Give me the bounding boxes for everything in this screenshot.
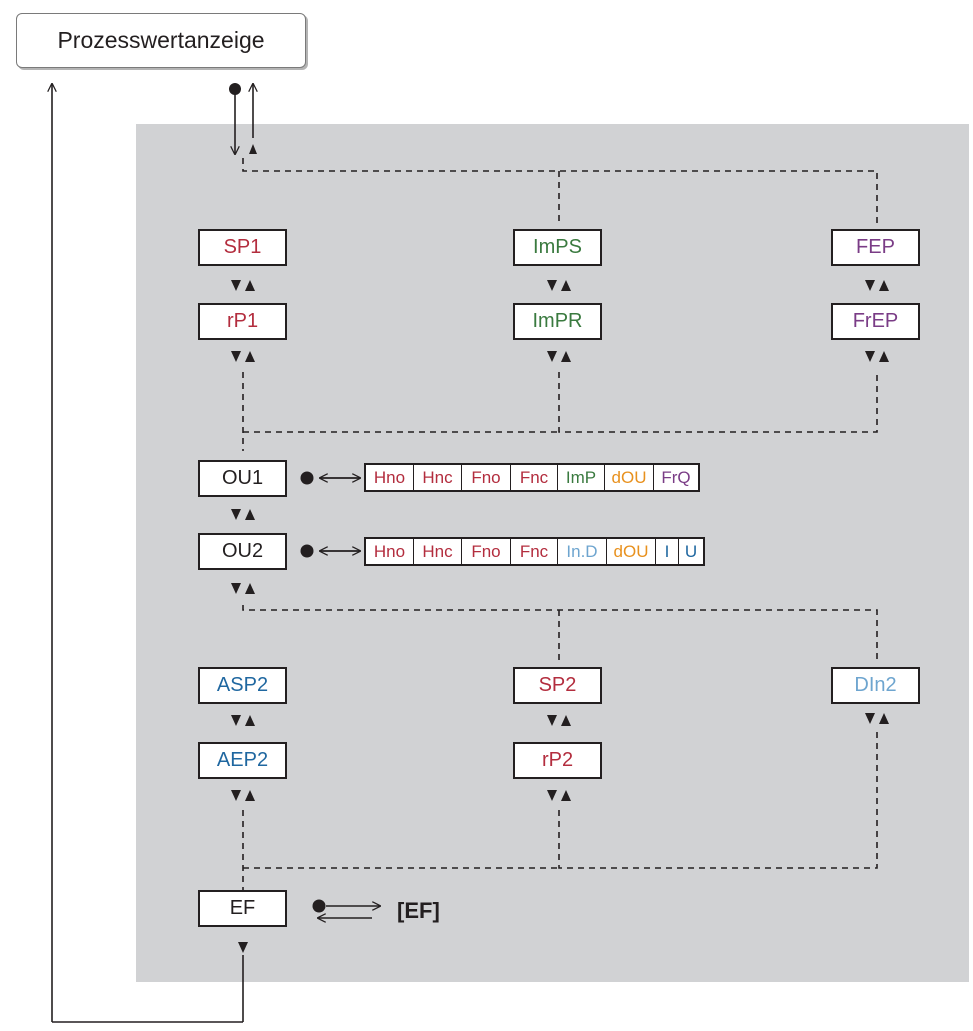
param-aep2[interactable]: AEP2 <box>198 742 287 779</box>
down-triangle-icon <box>238 942 248 953</box>
option-fnc[interactable]: Fnc <box>511 465 558 490</box>
param-imps[interactable]: ImPS <box>513 229 602 266</box>
param-impr[interactable]: ImPR <box>513 303 602 340</box>
option-hno[interactable]: Hno <box>366 465 414 490</box>
down-up-triangle-icon <box>865 351 889 362</box>
param-rp1[interactable]: rP1 <box>198 303 287 340</box>
option-frq[interactable]: FrQ <box>661 467 691 487</box>
down-up-triangle-icon <box>865 280 889 291</box>
option-i[interactable]: I <box>656 539 679 564</box>
option-dou[interactable]: dOU <box>607 539 656 564</box>
down-up-triangle-icon <box>231 715 255 726</box>
process-value-display[interactable]: Prozesswertanzeige <box>16 13 306 68</box>
select-dot-icon <box>312 899 326 913</box>
option-hnc[interactable]: Hnc <box>414 539 462 564</box>
param-frep[interactable]: FrEP <box>831 303 920 340</box>
ef-submenu-label[interactable]: [EF] <box>397 898 440 923</box>
param-sp2[interactable]: SP2 <box>513 667 602 704</box>
param-ou1[interactable]: OU1 <box>198 460 287 497</box>
down-up-triangle-icon <box>231 280 255 291</box>
option-imp[interactable]: ImP <box>558 465 605 490</box>
option-fno[interactable]: Fno <box>462 465 511 490</box>
down-up-triangle-icon <box>231 351 255 362</box>
select-dot-icon <box>300 544 314 558</box>
param-ou2[interactable]: OU2 <box>198 533 287 570</box>
dashed-connector <box>558 728 878 869</box>
option-u[interactable]: U <box>684 541 698 561</box>
down-up-triangle-icon <box>865 713 889 724</box>
option-dou[interactable]: dOU <box>605 465 654 490</box>
param-rp2[interactable]: rP2 <box>513 742 602 779</box>
option-fnc[interactable]: Fnc <box>511 539 558 564</box>
param-ef[interactable]: EF <box>198 890 287 927</box>
dashed-connector <box>558 372 878 433</box>
option-hnc[interactable]: Hnc <box>414 465 462 490</box>
option-ind[interactable]: In.D <box>558 539 607 564</box>
down-up-triangle-icon <box>547 715 571 726</box>
up-triangle-icon <box>249 144 257 154</box>
select-dot-icon <box>300 471 314 485</box>
down-up-triangle-icon <box>547 351 571 362</box>
param-fep[interactable]: FEP <box>831 229 920 266</box>
option-fno[interactable]: Fno <box>462 539 511 564</box>
down-up-triangle-icon <box>547 280 571 291</box>
param-sp1[interactable]: SP1 <box>198 229 287 266</box>
select-dot-icon <box>229 83 241 95</box>
down-up-triangle-icon <box>547 790 571 801</box>
nav-triangles <box>231 144 889 953</box>
down-up-triangle-icon <box>231 790 255 801</box>
param-asp2[interactable]: ASP2 <box>198 667 287 704</box>
down-up-triangle-icon <box>231 509 255 520</box>
option-hno[interactable]: Hno <box>366 539 414 564</box>
dashed-connector <box>242 158 878 226</box>
dashed-connector <box>242 605 878 664</box>
down-up-triangle-icon <box>231 583 255 594</box>
param-din2[interactable]: DIn2 <box>831 667 920 704</box>
